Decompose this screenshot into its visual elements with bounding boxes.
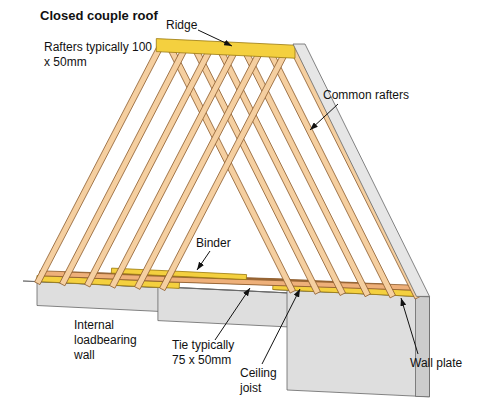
leader-line	[215, 288, 250, 340]
leader-lines	[197, 30, 418, 364]
roof-structure	[23, 39, 430, 397]
leader-line	[401, 298, 418, 354]
part-label: Ceiling joist	[240, 366, 288, 396]
rafter	[160, 47, 290, 290]
leader-line	[197, 251, 210, 270]
binder	[111, 268, 246, 280]
part-label: Ridge	[166, 18, 197, 33]
rafter	[60, 42, 190, 285]
gable-wall	[293, 44, 430, 296]
part-label: Common rafters	[323, 88, 409, 103]
part-label: Rafters typically 100 x 50mm	[44, 40, 156, 70]
rafter	[85, 44, 215, 287]
part-label: Binder	[196, 236, 231, 251]
part-label: Wall plate	[410, 356, 462, 371]
part-label: Tie typically 75 x 50mm	[172, 338, 246, 368]
external-wall	[416, 296, 430, 396]
rafter	[110, 45, 240, 288]
external-wall	[287, 290, 430, 397]
rafter	[35, 41, 165, 284]
leader-line	[310, 104, 338, 130]
part-label: Internal loadbearing wall	[74, 318, 146, 363]
leader-line	[262, 289, 300, 364]
rafter	[135, 46, 265, 289]
diagram-title: Closed couple roof	[40, 8, 158, 24]
ridge-board	[156, 39, 295, 59]
leader-line	[198, 30, 232, 46]
rafter	[265, 46, 395, 298]
